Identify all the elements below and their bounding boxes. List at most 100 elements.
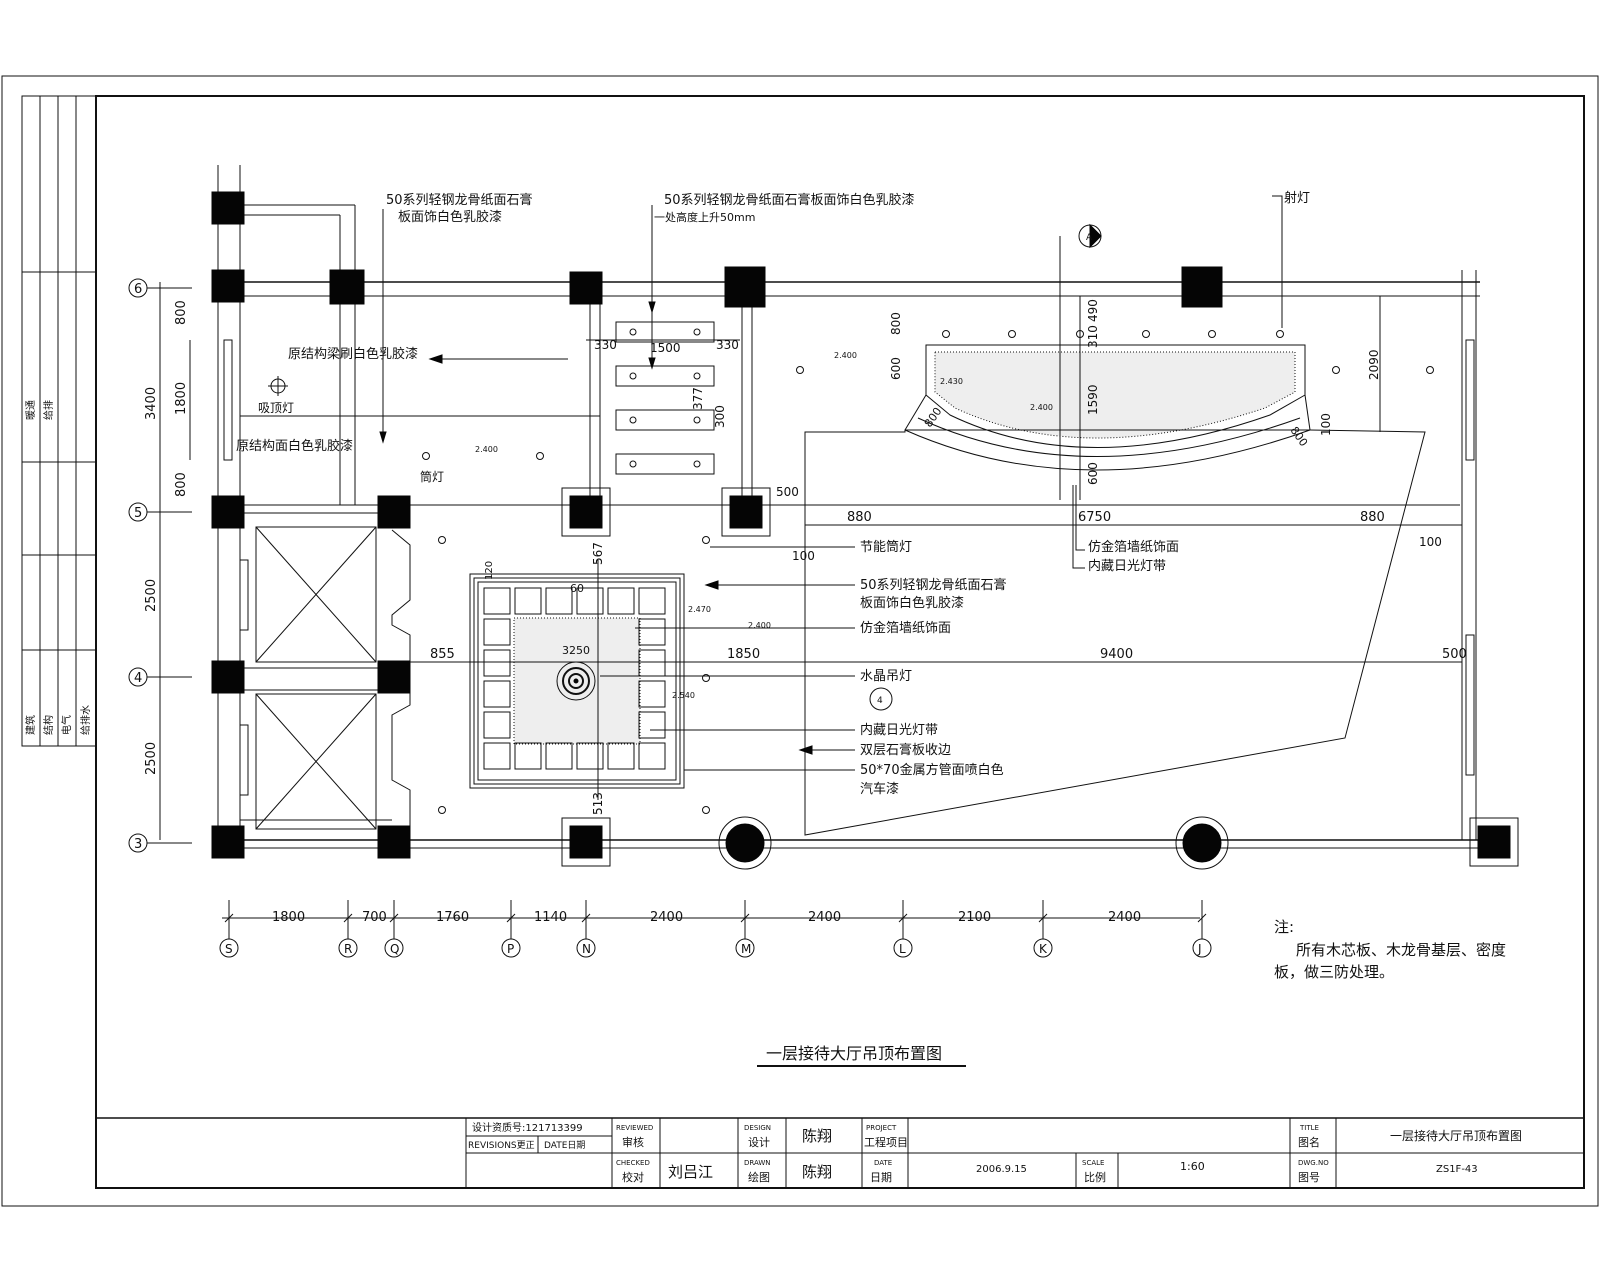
tb-title-cn: 图名 — [1298, 1135, 1320, 1149]
downlight — [1208, 330, 1216, 338]
svg-text:4: 4 — [877, 696, 883, 706]
tb-project-en: PROJECT — [866, 1124, 897, 1132]
grid-col-marker: N — [576, 900, 596, 958]
ceiling-tile — [607, 587, 635, 615]
dim-left: 800 — [174, 300, 189, 325]
grid-col-label: J — [1197, 942, 1202, 956]
strip-label-arch: 建筑 — [24, 715, 37, 735]
dim: 800 — [922, 405, 945, 430]
left-strip-table: 暖通 给排 建筑 结构 电气 给排水 — [21, 95, 97, 747]
dim-bottom: 1760 — [436, 910, 469, 925]
grid-row-marker: 5 — [128, 502, 192, 522]
dim-left: 1800 — [174, 382, 189, 415]
ceiling-tile — [483, 742, 511, 770]
tb-date-cn: 日期 — [870, 1171, 892, 1184]
grid-col-marker: K — [1033, 900, 1053, 958]
tb-dwgno-en: DWG.NO — [1298, 1159, 1329, 1167]
ceiling-tile — [638, 680, 666, 708]
downlight — [1008, 330, 1016, 338]
square-feature-ceiling — [469, 573, 685, 789]
downlight — [942, 330, 950, 338]
downlight — [702, 674, 710, 682]
dim-bottom: 1800 — [272, 910, 305, 925]
dim-bottom: 2400 — [1108, 910, 1141, 925]
tb-designer: 陈翔 — [802, 1127, 832, 1145]
dim: 1590 — [1086, 384, 1100, 415]
column-frame — [561, 487, 611, 537]
note-line: 所有木芯板、木龙骨基层、密度 — [1296, 941, 1506, 959]
notes: 注: 所有木芯板、木龙骨基层、密度 板，做三防处理。 — [1274, 918, 1506, 981]
tb-design-cn: 设计 — [748, 1136, 770, 1149]
dim: 800 — [889, 312, 903, 335]
dim: 60 — [570, 582, 584, 595]
ceiling-tile — [545, 587, 573, 615]
annotation: 50系列轻钢龙骨纸面石膏 — [386, 192, 533, 208]
downlight — [1332, 366, 1340, 374]
elevation-marks: 2.400 2.400 2.400 2.470 2.400 2.430 2.54… — [475, 351, 1053, 700]
grid-row-label: 3 — [134, 837, 142, 852]
annotation: 吸顶灯 — [258, 401, 294, 415]
dim: 6750 — [1078, 510, 1111, 525]
strip-label-drain: 给排 — [42, 400, 55, 420]
dim: 600 — [889, 357, 903, 380]
grid-col-marker: R — [338, 900, 358, 958]
inner-border — [95, 95, 1585, 1189]
dim-left: 2500 — [144, 742, 159, 775]
grid-col-marker: M — [735, 900, 755, 958]
grid-col-label: M — [741, 942, 751, 956]
annotation: 一处高度上升50mm — [654, 210, 755, 224]
tb-drawer: 陈翔 — [802, 1163, 832, 1181]
grid-row-label: 5 — [134, 506, 142, 521]
section-marks: A 4 — [869, 223, 1102, 711]
downlight — [438, 536, 446, 544]
title-block: 设计资质号:121713399 REVISIONS更正 DATE日期 REVIE… — [95, 1117, 1585, 1189]
dim: 600 — [1086, 462, 1100, 485]
section-mark — [869, 687, 893, 711]
dim-left: 800 — [174, 472, 189, 497]
annotation: 双层石膏板收边 — [860, 742, 951, 758]
columns — [211, 191, 1519, 870]
dim: 2090 — [1367, 349, 1381, 380]
drawing-title-text: 一层接待大厅吊顶布置图 — [766, 1044, 942, 1063]
annotation: 仿金箔墙纸饰面 — [1088, 539, 1179, 555]
downlight — [702, 806, 710, 814]
column — [211, 660, 245, 694]
grid-col-marker: J — [1192, 900, 1212, 958]
elevation-mark: 2.400 — [834, 351, 857, 360]
dim: 513 — [591, 792, 605, 815]
light-panels — [615, 321, 715, 475]
dim-bottom: 2400 — [808, 910, 841, 925]
tb-revisions: REVISIONS更正 — [468, 1140, 535, 1151]
elevation-mark: 2.400 — [1030, 403, 1053, 412]
dim: 9400 — [1100, 647, 1133, 662]
ceiling-tile — [638, 742, 666, 770]
dimension-lines — [159, 282, 1462, 919]
dim: 300 — [713, 405, 727, 428]
column — [211, 191, 245, 225]
tb-drawn-en: DRAWN — [744, 1159, 771, 1167]
annotation: 水晶吊灯 — [860, 669, 912, 684]
round-column-frame — [718, 816, 772, 870]
dim: 500 — [1442, 647, 1467, 662]
elevation-mark: 2.540 — [672, 691, 695, 700]
grid-col-marker: P — [501, 900, 521, 958]
annotation: 内藏日光灯带 — [1088, 558, 1166, 574]
ceiling-tile — [638, 618, 666, 646]
left-dimensions: 3400 800 1800 800 2500 2500 — [144, 300, 189, 775]
dim-bottom: 2400 — [650, 910, 683, 925]
grid-col-label: Q — [390, 942, 399, 956]
tb-checked-cn: 校对 — [622, 1170, 644, 1184]
dim-bottom: 700 — [362, 910, 387, 925]
tb-date: 2006.9.15 — [976, 1164, 1027, 1175]
ceiling-tile — [638, 587, 666, 615]
svg-text:A: A — [1086, 233, 1093, 243]
tb-checked-en: CHECKED — [616, 1159, 650, 1167]
column — [569, 825, 603, 859]
annotation: 节能筒灯 — [860, 539, 912, 555]
annotation: 50*70金属方管面喷白色 — [860, 762, 1004, 778]
tb-review-en: REVIEWED — [616, 1124, 653, 1132]
dim: 100 — [1319, 413, 1333, 436]
tb-date-en: DATE — [874, 1159, 892, 1167]
note-line: 板，做三防处理。 — [1274, 963, 1394, 981]
